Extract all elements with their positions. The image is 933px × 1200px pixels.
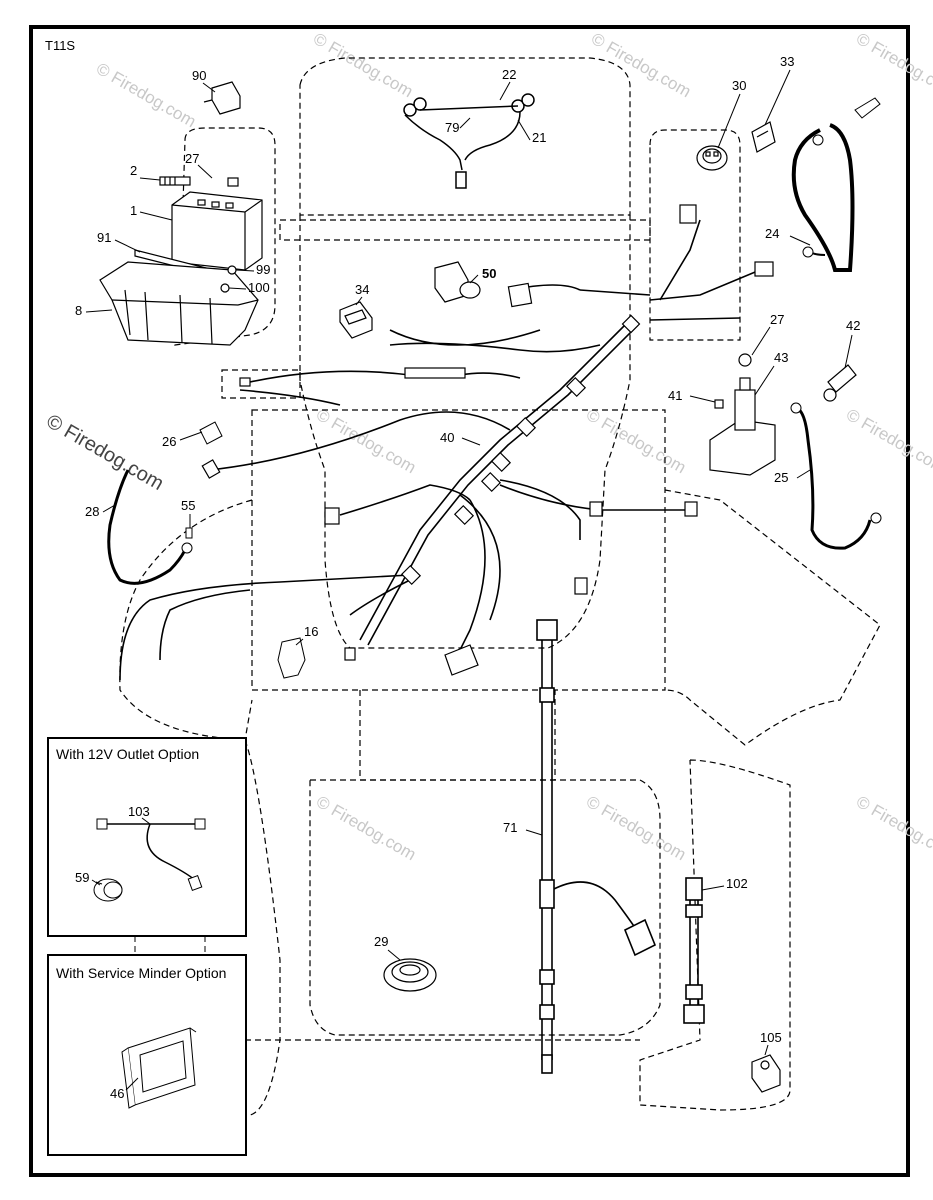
watermark: © Firedog.com — [313, 792, 419, 864]
callout: 90 — [192, 68, 206, 83]
callout: 91 — [97, 230, 111, 245]
watermark: © Firedog.com — [583, 792, 689, 864]
watermark: © Firedog.com — [853, 29, 933, 101]
callout: 22 — [502, 67, 516, 82]
connector-105 — [751, 1054, 781, 1093]
cable-28 — [107, 469, 187, 585]
switch-50 — [434, 261, 481, 303]
callout: 42 — [846, 318, 860, 333]
callout: 1 — [130, 203, 137, 218]
watermark: © Firedog.com — [310, 29, 416, 101]
callout: 27 — [770, 312, 784, 327]
callout: 41 — [668, 388, 682, 403]
callout: 2 — [130, 163, 137, 178]
callout: 24 — [765, 226, 779, 241]
ground-cable-25 — [795, 406, 872, 550]
page-code: T11S — [45, 38, 75, 53]
callout: 105 — [760, 1030, 782, 1045]
callout: 102 — [726, 876, 748, 891]
headlight-harness — [403, 93, 535, 189]
service-minder-option-box: With Service Minder Option — [47, 954, 247, 1156]
callout: 30 — [732, 78, 746, 93]
leader-lines — [85, 69, 853, 1091]
callout: 8 — [75, 303, 82, 318]
callout: 21 — [532, 130, 546, 145]
callout: 25 — [774, 470, 788, 485]
fuse-26 — [199, 421, 223, 445]
connector-33 — [751, 121, 776, 153]
callout: 103 — [128, 804, 150, 819]
wire-harness-102 — [683, 877, 705, 1024]
callout: 55 — [181, 498, 195, 513]
battery-cable-24 — [791, 97, 881, 272]
callout: 27 — [185, 151, 199, 166]
callout: 43 — [774, 350, 788, 365]
callout: 40 — [440, 430, 454, 445]
callout: 46 — [110, 1086, 124, 1101]
watermark: © Firedog.com — [93, 59, 199, 131]
callout: 50 — [482, 266, 496, 281]
service-minder-option-title: With Service Minder Option — [56, 965, 226, 981]
horn-29 — [383, 958, 437, 992]
watermark: © Firedog.com — [853, 792, 933, 864]
callout: 99 — [256, 262, 270, 277]
switch-34 — [339, 301, 373, 339]
watermark: © Firedog.com — [843, 405, 933, 477]
callout: 33 — [780, 54, 794, 69]
callout: 59 — [75, 870, 89, 885]
callout: 26 — [162, 434, 176, 449]
callout: 29 — [374, 934, 388, 949]
relay-16 — [277, 637, 306, 679]
main-wire-harness — [119, 219, 761, 681]
watermark: © Firedog.com — [313, 405, 419, 477]
callout: 79 — [445, 120, 459, 135]
callout: 71 — [503, 820, 517, 835]
callout: 100 — [248, 280, 270, 295]
callout: 16 — [304, 624, 318, 639]
callout: 28 — [85, 504, 99, 519]
watermark-dark: © Firedog.com — [43, 410, 168, 495]
harness-clips — [201, 204, 774, 676]
watermark: © Firedog.com — [588, 29, 694, 101]
outlet-option-box: With 12V Outlet Option — [47, 737, 247, 937]
ignition-switch — [696, 145, 728, 171]
outlet-option-title: With 12V Outlet Option — [56, 746, 199, 762]
battery-assembly — [99, 81, 263, 346]
wire-harness-71 — [536, 619, 657, 1074]
callouts: 90 27 2 1 91 99 100 8 22 79 21 30 33 24 … — [75, 54, 860, 1101]
solenoid-assembly — [709, 353, 857, 476]
watermark: © Firedog.com — [583, 405, 689, 477]
callout: 34 — [355, 282, 369, 297]
diagram-frame — [29, 25, 910, 1177]
